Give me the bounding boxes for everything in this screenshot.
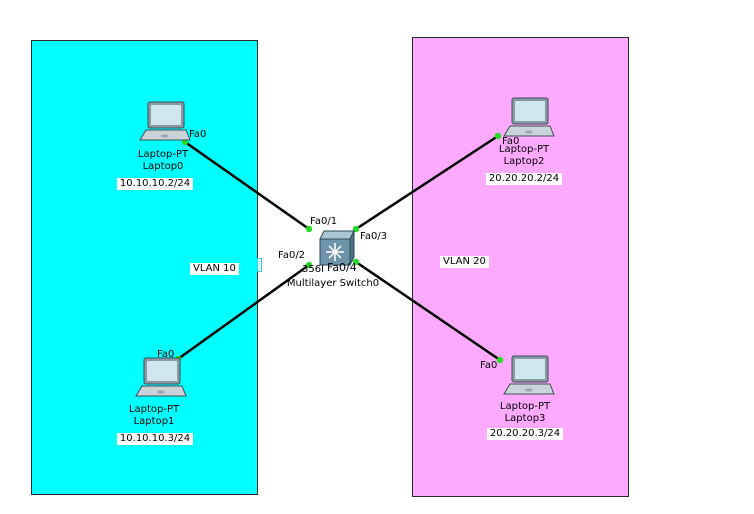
device-ip-label: 20.20.20.3/24	[486, 428, 564, 440]
switch-port-label: Fa0/2	[278, 250, 306, 261]
vlan20-label: VLAN 20	[440, 256, 489, 268]
multilayer-switch-icon[interactable]	[316, 227, 358, 269]
device-name-label: Laptop0	[142, 161, 184, 172]
laptop-icon[interactable]	[134, 356, 188, 400]
port-dot	[305, 261, 313, 269]
switch-name-label: Multilayer Switch0	[286, 278, 380, 289]
laptop-icon[interactable]	[138, 100, 192, 144]
device-name-label: Laptop1	[133, 416, 175, 427]
link-laptop0-switch[interactable]	[184, 140, 310, 231]
device-name-label: Laptop3	[504, 413, 546, 424]
device-name-label: Laptop2	[503, 156, 545, 167]
laptop-icon[interactable]	[502, 354, 556, 398]
port-status-dots	[174, 132, 504, 364]
device-type-label: Laptop-PT	[499, 401, 551, 412]
link-laptop2-switch[interactable]	[355, 134, 499, 231]
switch-model-label: 356l	[302, 264, 324, 275]
device-ip-label: 10.10.10.2/24	[116, 178, 194, 190]
port-label-laptop2: Fa0	[502, 136, 520, 147]
vlan10-label: VLAN 10	[190, 263, 239, 275]
port-dot	[494, 132, 502, 140]
laptop-icon[interactable]	[502, 96, 556, 140]
port-dot	[496, 356, 504, 364]
port-label-laptop0: Fa0	[189, 129, 207, 140]
port-label-laptop1: Fa0	[157, 349, 175, 360]
port-dot	[305, 225, 313, 233]
device-type-label: Laptop-PT	[128, 404, 180, 415]
switch-port-label: Fa0/1	[310, 216, 338, 227]
link-laptop3-switch[interactable]	[355, 260, 501, 362]
device-ip-label: 10.10.10.3/24	[116, 433, 194, 445]
switch-port-label: Fa0/4	[327, 261, 357, 274]
link-laptop1-switch[interactable]	[177, 263, 310, 361]
device-type-label: Laptop-PT	[498, 144, 550, 155]
switch-port-label: Fa0/3	[360, 231, 388, 242]
device-type-label: Laptop-PT	[137, 149, 189, 160]
port-dot	[352, 258, 360, 266]
device-ip-label: 20.20.20.2/24	[485, 173, 563, 185]
port-label-laptop3: Fa0	[480, 360, 498, 371]
area-resize-handle[interactable]	[257, 258, 262, 272]
